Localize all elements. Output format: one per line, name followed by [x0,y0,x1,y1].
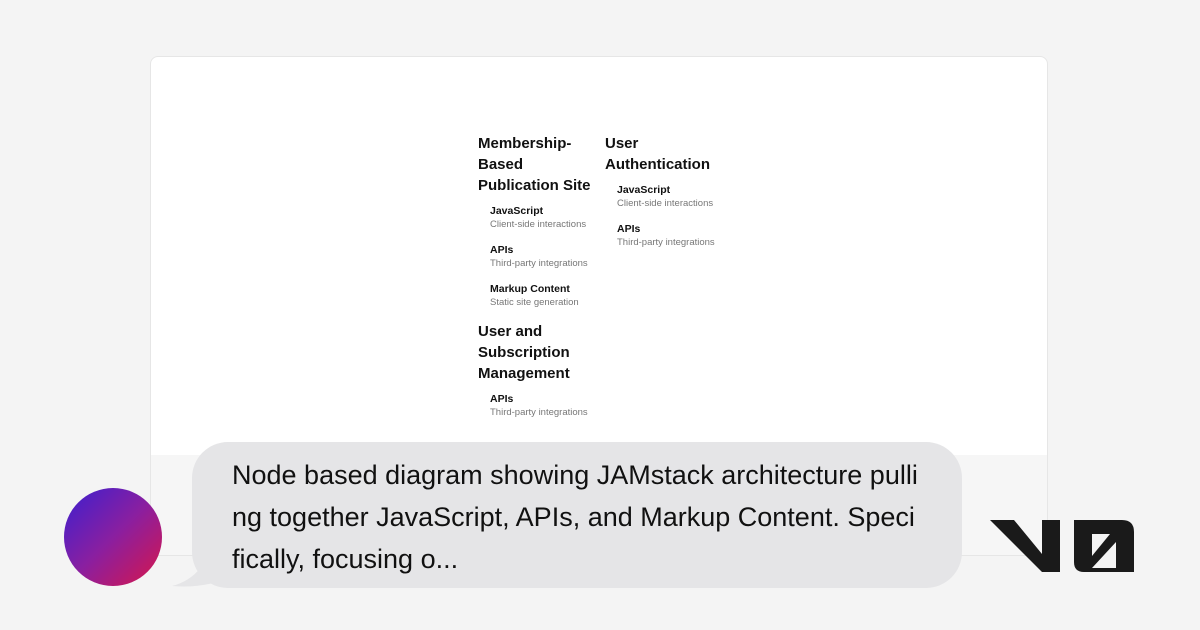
diagram-column-1: Membership-Based Publication Site JavaSc… [478,133,600,431]
node-title: APIs [490,244,514,256]
group-title: Membership-Based Publication Site [478,135,591,194]
node-apis: APIs Third-party integrations [490,243,600,271]
node-desc: Third-party integrations [490,407,588,418]
node-javascript: JavaScript Client-side interactions [490,204,600,232]
v0-logo-icon [990,520,1134,572]
speech-bubble: Node based diagram showing JAMstack arch… [192,442,962,588]
node-javascript: JavaScript Client-side interactions [617,183,745,211]
group-user-authentication: User Authentication JavaScript Client-si… [605,133,745,250]
node-title: APIs [617,223,641,235]
node-desc: Third-party integrations [490,258,588,269]
node-markup-content: Markup Content Static site generation [490,282,600,310]
node-desc: Client-side interactions [490,219,587,230]
group-title: User Authentication [605,135,710,173]
node-title: JavaScript [490,205,544,217]
diagram-column-2: User Authentication JavaScript Client-si… [605,133,745,261]
caption-text: Node based diagram showing JAMstack arch… [232,460,918,574]
node-desc: Third-party integrations [617,237,715,248]
group-user-subscription: User and Subscription Management APIs Th… [478,321,600,420]
group-membership-site: Membership-Based Publication Site JavaSc… [478,133,600,310]
node-title: APIs [490,393,514,405]
node-apis: APIs Third-party integrations [490,392,600,420]
node-apis: APIs Third-party integrations [617,222,745,250]
node-title: Markup Content [490,283,570,295]
group-title: User and Subscription Management [478,323,570,382]
avatar [64,488,162,586]
node-title: JavaScript [617,184,671,196]
node-desc: Client-side interactions [617,198,714,209]
node-desc: Static site generation [490,297,579,308]
